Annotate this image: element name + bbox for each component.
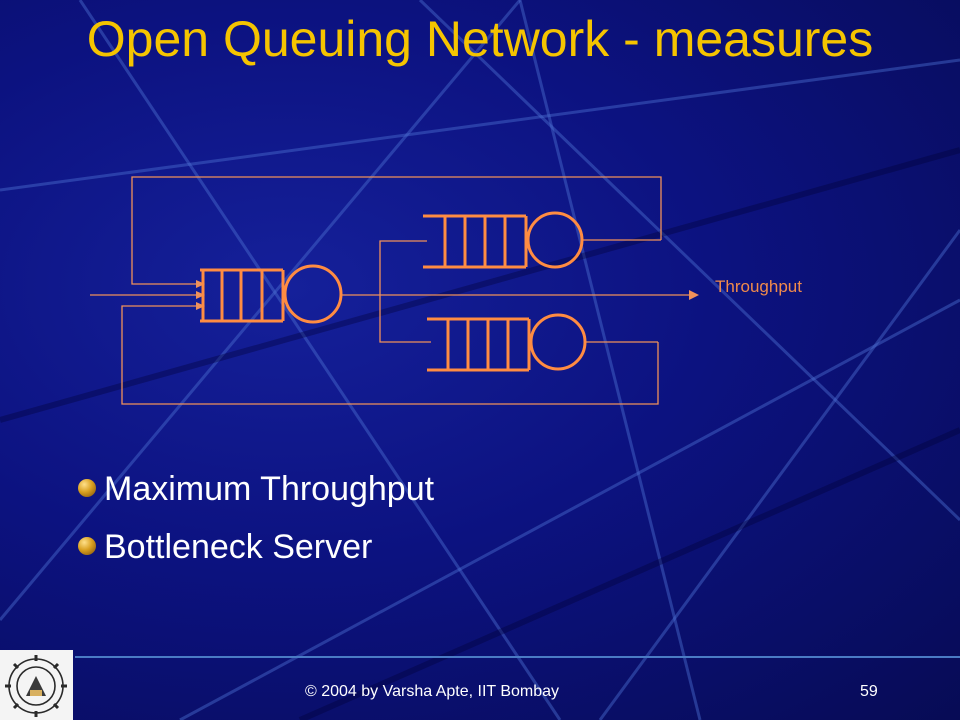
- bullet-text: Maximum Throughput: [104, 470, 435, 508]
- queue-station-lower: [427, 313, 587, 372]
- bullet-item: Maximum Throughput: [78, 460, 434, 518]
- arrowheads: [196, 280, 699, 310]
- slide-title: Open Queuing Network - measures: [86, 11, 874, 67]
- bullet-sphere-icon: [78, 479, 96, 497]
- bullet-item: Bottleneck Server: [78, 518, 434, 576]
- connection-lines: [90, 176, 695, 405]
- server-circle: [283, 264, 343, 324]
- iit-bombay-logo-icon: [0, 650, 73, 720]
- bullet-sphere-icon: [78, 537, 96, 555]
- bullet-list: Maximum Throughput Bottleneck Server: [78, 460, 434, 576]
- server-circle: [526, 211, 584, 269]
- bullet-text: Bottleneck Server: [104, 528, 373, 566]
- copyright-text: © 2004 by Varsha Apte, IIT Bombay: [305, 683, 560, 700]
- server-circle: [529, 313, 587, 371]
- queue-station-upper: [423, 211, 584, 269]
- footer-divider: [75, 656, 960, 658]
- page-number: 59: [860, 683, 878, 700]
- queue-station-left: [200, 264, 343, 324]
- throughput-label: Throughput: [715, 277, 802, 296]
